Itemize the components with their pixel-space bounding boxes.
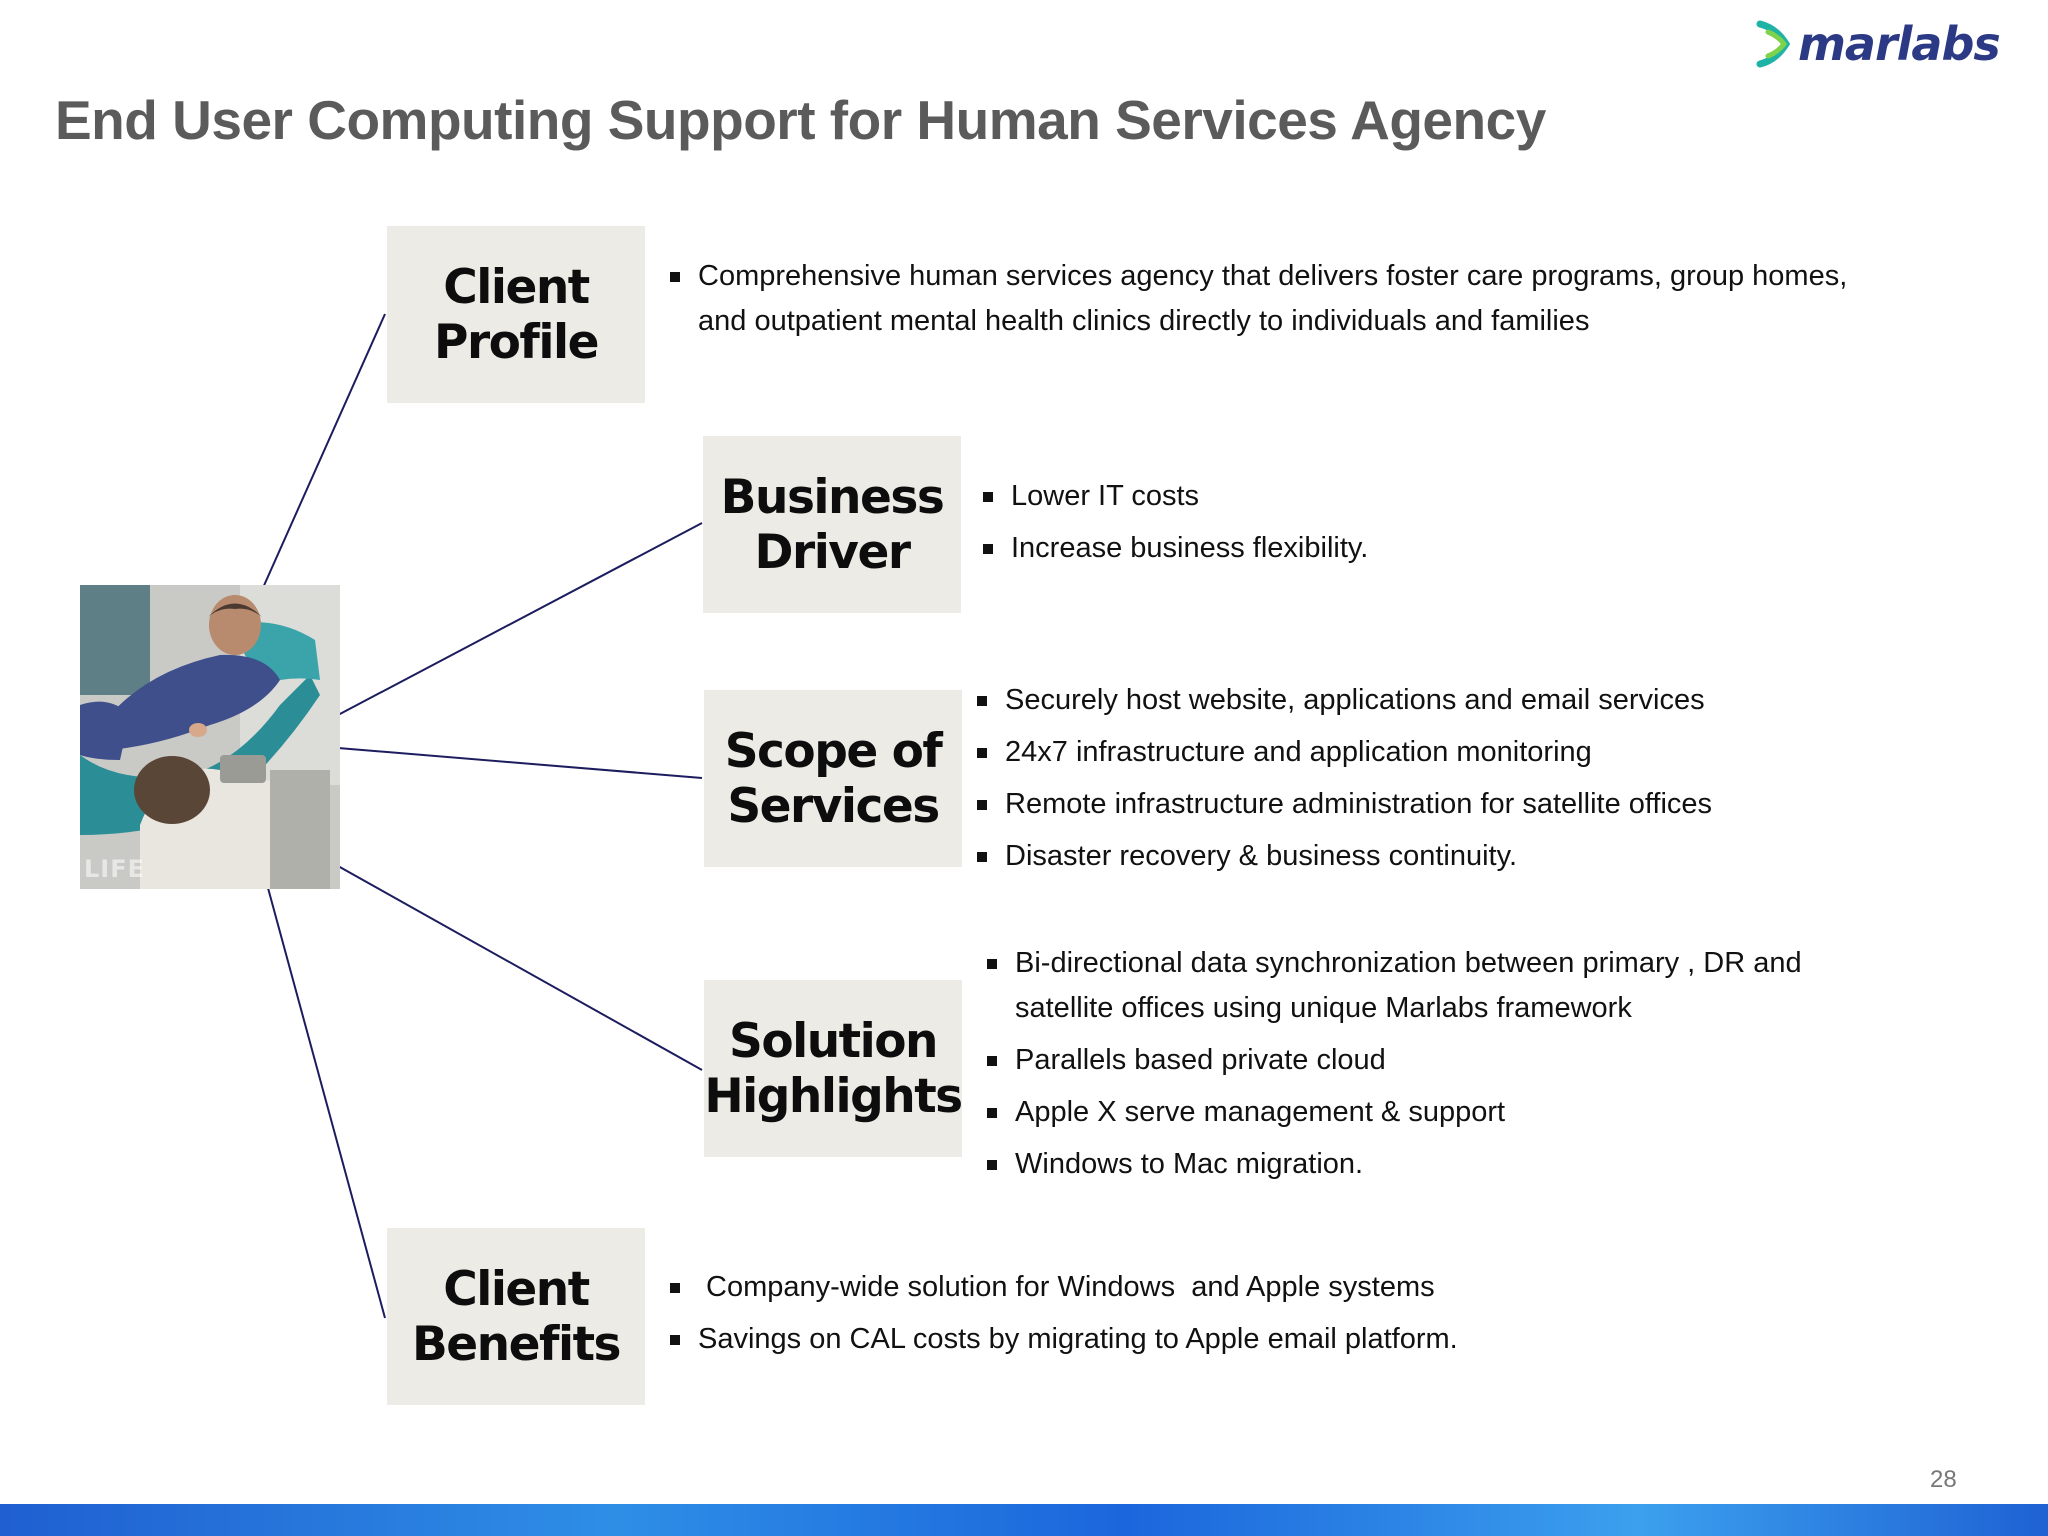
solution-highlights-box: Solution Highlights: [704, 980, 963, 1157]
list-item: Disaster recovery & business continuity.: [977, 834, 1977, 879]
connector-client-profile: [261, 313, 386, 591]
list-item: Securely host website, applications and …: [977, 678, 1977, 723]
solution-highlights-bullets: Bi-directional data synchronization betw…: [987, 941, 1887, 1187]
client-photo-image: [80, 585, 340, 889]
list-item: Apple X serve management & support: [987, 1090, 1887, 1135]
client-benefits-label: Client Benefits: [411, 1261, 622, 1372]
list-item: Parallels based private cloud: [987, 1038, 1887, 1083]
scope-of-services-bullets: Securely host website, applications and …: [977, 678, 1977, 879]
client-benefits-box: Client Benefits: [387, 1228, 645, 1405]
list-item: Lower IT costs: [983, 474, 1943, 519]
solution-highlights-label: Solution Highlights: [704, 1013, 963, 1124]
connector-business-driver: [337, 522, 703, 716]
connector-client-benefits: [267, 887, 386, 1319]
page-number: 28: [1930, 1466, 1957, 1493]
client-benefits-bullets: Company-wide solution for Windows and Ap…: [670, 1265, 1870, 1362]
list-item: Windows to Mac migration.: [987, 1142, 1887, 1187]
connector-scope-of-services: [337, 747, 703, 779]
list-item: Company-wide solution for Windows and Ap…: [670, 1265, 1870, 1310]
client-profile-box: Client Profile: [387, 226, 645, 403]
scope-of-services-box: Scope of Services: [704, 690, 962, 867]
client-photo: LIFE: [80, 585, 340, 889]
business-driver-box: Business Driver: [703, 436, 961, 613]
marlabs-logo-text: marlabs: [1798, 17, 2001, 71]
photo-watermark: LIFE: [84, 855, 146, 883]
list-item: Savings on CAL costs by migrating to App…: [670, 1317, 1870, 1362]
page-title: End User Computing Support for Human Ser…: [55, 89, 1546, 151]
footer-bar: [0, 1504, 2048, 1536]
business-driver-bullets: Lower IT costs Increase business flexibi…: [983, 474, 1943, 571]
scope-of-services-label: Scope of Services: [724, 723, 943, 834]
marlabs-logo-mark-icon: [1756, 20, 1791, 68]
client-profile-bullets: Comprehensive human services agency that…: [670, 254, 1850, 344]
client-profile-label: Client Profile: [434, 259, 599, 370]
list-item: Bi-directional data synchronization betw…: [987, 941, 1887, 1031]
list-item: Remote infrastructure administration for…: [977, 782, 1977, 827]
list-item: 24x7 infrastructure and application moni…: [977, 730, 1977, 775]
marlabs-logo: marlabs: [1756, 16, 2001, 72]
list-item: Comprehensive human services agency that…: [670, 254, 1850, 344]
list-item: Increase business flexibility.: [983, 526, 1943, 571]
business-driver-label: Business Driver: [720, 469, 945, 580]
connector-solution-highlights: [337, 865, 703, 1071]
